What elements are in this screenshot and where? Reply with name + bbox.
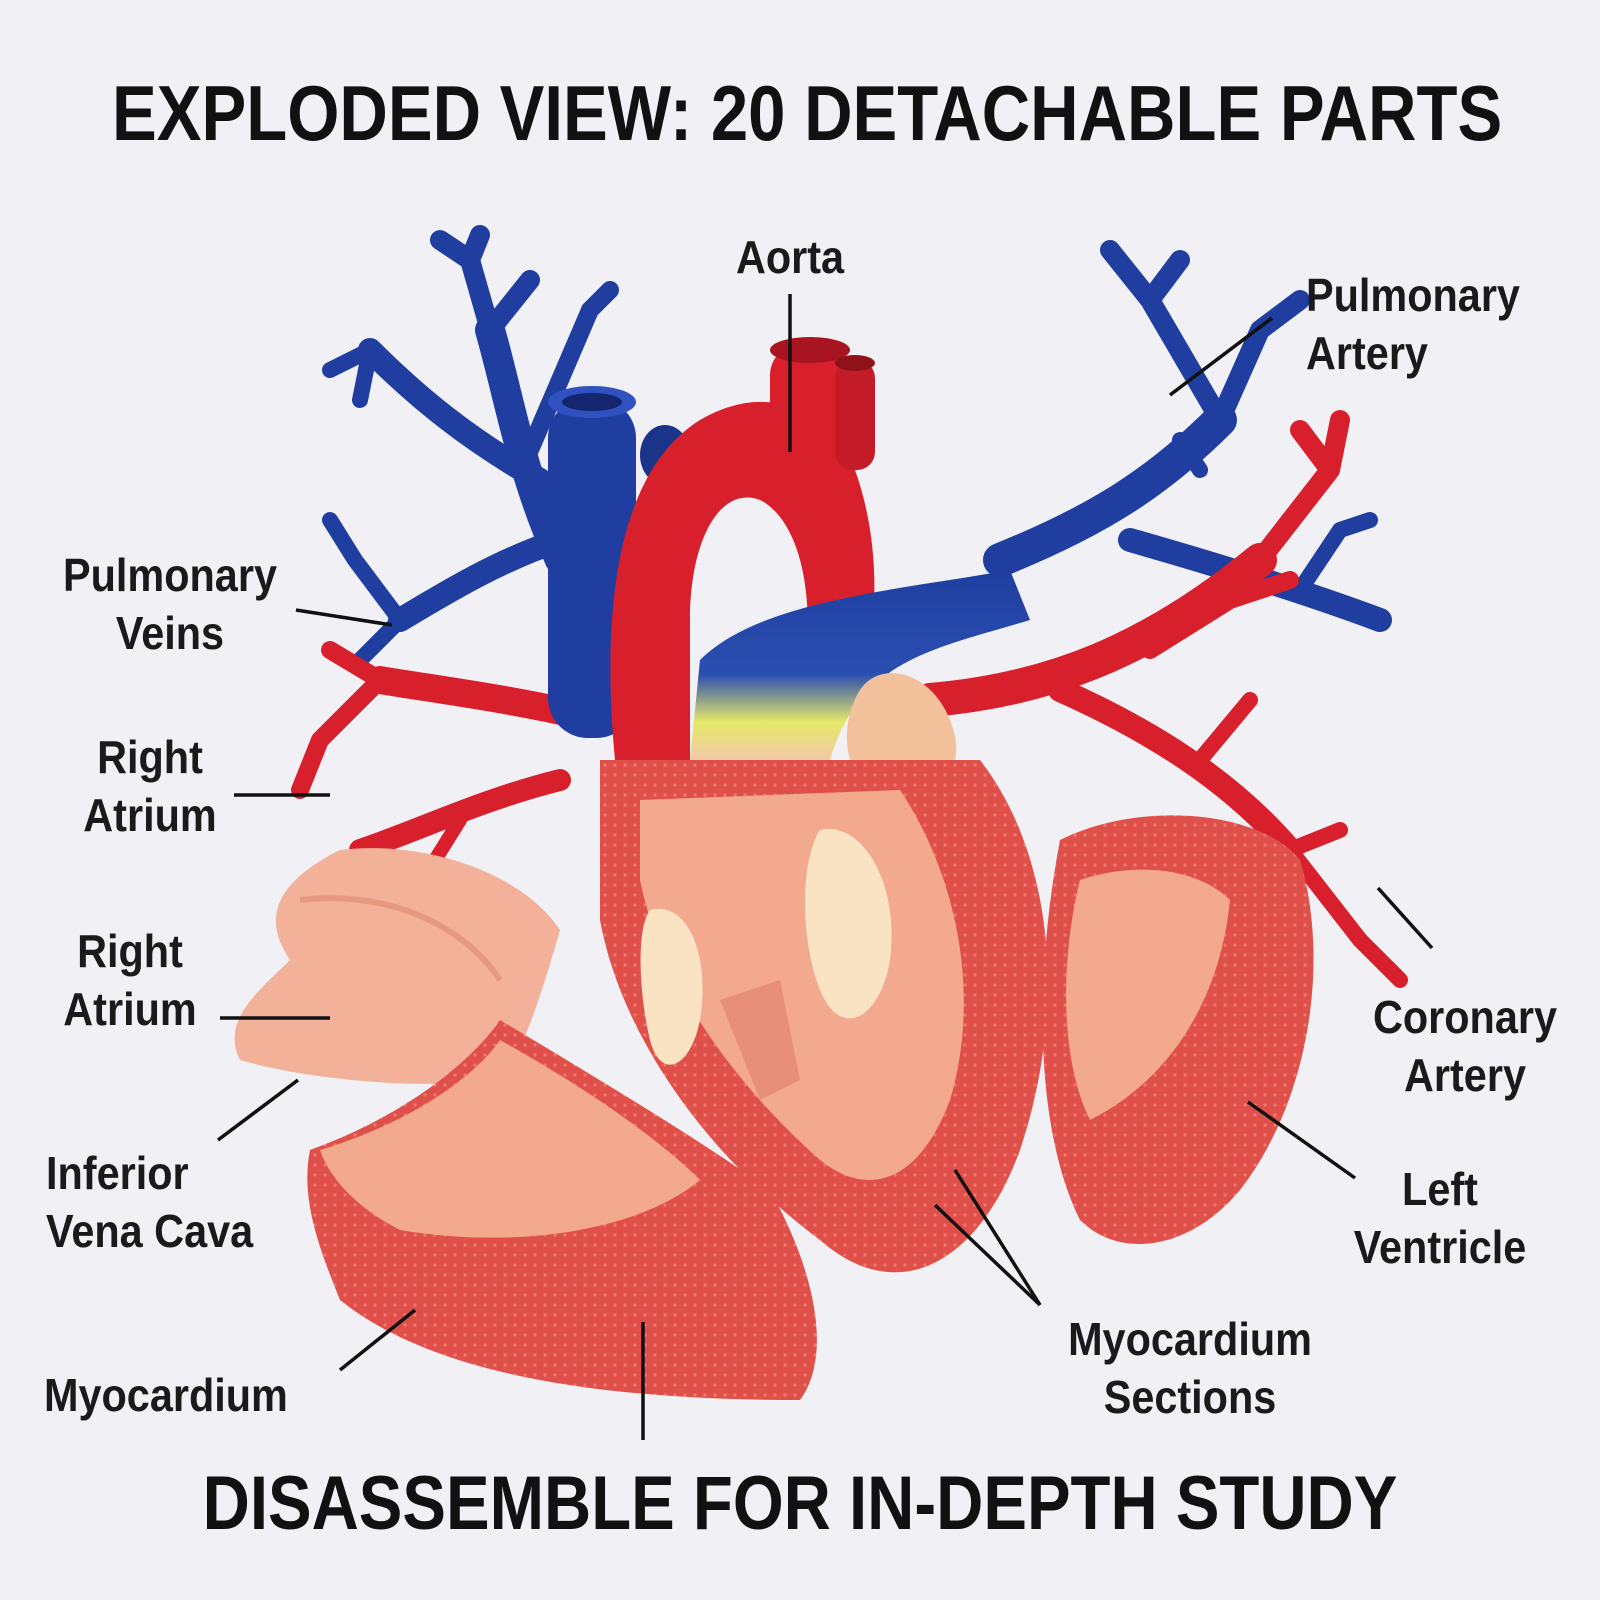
label-right-atrium-lower: Right Atrium [63,925,197,1035]
left-ventricle-section-shape [1042,815,1314,1244]
pulmonary-veins-shape [322,225,1392,668]
label-pulmonary-veins: Pulmonary Veins [63,549,277,659]
label-coronary-artery: Coronary Artery [1372,991,1558,1101]
label-pulmonary-artery: Pulmonary Artery [1306,269,1520,379]
label-aorta: Aorta [735,231,845,283]
heart-core-section-shape [600,760,1048,1273]
label-left-ventricle: Left Ventricle [1353,1163,1527,1273]
diagram-title: EXPLODED VIEW: 20 DETACHABLE PARTS [112,69,1503,157]
label-myocardium-sections: Myocardium Sections [1068,1313,1312,1423]
diagram-subtitle: DISASSEMBLE FOR IN-DEPTH STUDY [202,1461,1398,1546]
label-right-atrium-upper: Right Atrium [83,731,217,841]
right-atrium-section-shape [234,848,560,1084]
leader-lines [216,294,1434,1440]
label-inferior-vena-cava: Inferior Vena Cava [46,1147,254,1257]
label-myocardium: Myocardium [44,1369,288,1421]
pulmonary-trunk-shape [690,570,1030,760]
lower-myocardium-section-shape [307,1020,817,1400]
